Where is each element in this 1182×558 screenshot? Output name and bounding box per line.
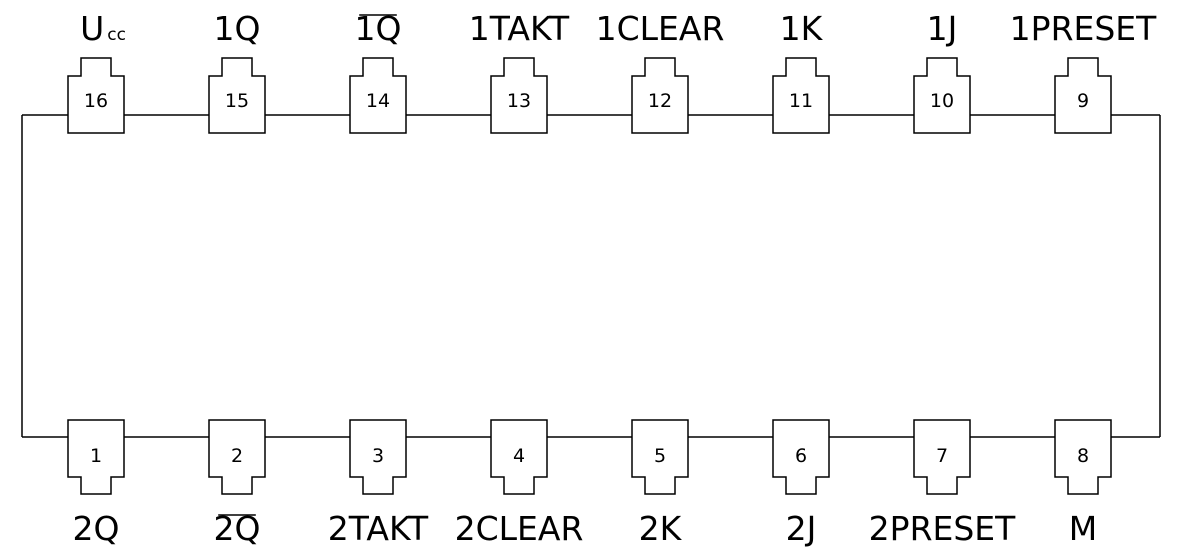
pin-8: 8M (1054, 419, 1112, 548)
pin-13: 13 1TAKT (469, 9, 570, 134)
pin-number: 7 (936, 445, 948, 467)
chip-body-outline (21, 114, 1161, 438)
pin-outline (490, 57, 548, 134)
pin-number: 15 (225, 90, 249, 112)
pin-label: 1Q (214, 9, 261, 48)
pin-outline (349, 57, 407, 134)
pin-1: 1 2Q (67, 419, 125, 548)
pin-outline (772, 419, 830, 495)
pin-12: 12 1CLEAR (596, 9, 725, 134)
pin-number: 13 (507, 90, 531, 112)
pin-outline (1054, 419, 1112, 495)
pin-outline (631, 419, 689, 495)
pin-number: 14 (366, 90, 390, 112)
pin-number: 10 (930, 90, 954, 112)
pin-outline (67, 57, 125, 134)
pin-label: 2Q (73, 509, 120, 548)
pin-outline (208, 57, 266, 134)
pin-label: 1TAKT (469, 9, 570, 48)
pin-number: 11 (789, 90, 813, 112)
pin-number: 2 (231, 445, 243, 467)
pin-outline (208, 419, 266, 495)
pin-outline (1054, 57, 1112, 134)
pin-15: 15 1Q (208, 9, 266, 134)
pin-7: 7 2PRESET (869, 419, 1016, 548)
pin-10: 10 1J (913, 9, 971, 134)
pin-outline (349, 419, 407, 495)
pin-5: 5 2K (631, 419, 689, 548)
pin-label: 1J (927, 9, 958, 48)
pin-9: 9 1PRESET (1010, 9, 1157, 134)
pin-label: 2K (639, 509, 683, 548)
pin-number: 6 (795, 445, 807, 467)
pin-outline (67, 419, 125, 495)
pin-6: 6 2J (772, 419, 830, 548)
pin-number: 12 (648, 90, 672, 112)
pin-label: 1CLEAR (596, 9, 725, 48)
pin-outline (490, 419, 548, 495)
pin-number: 1 (90, 445, 102, 467)
pin-2: 22Q (208, 419, 266, 548)
pin-number: 9 (1077, 90, 1089, 112)
pin-outline (913, 57, 971, 134)
pin-11: 11 1K (772, 9, 830, 134)
pin-3: 3 2TAKT (328, 419, 429, 548)
pin-outline (913, 419, 971, 495)
pin-outline (772, 57, 830, 134)
pin-number: 4 (513, 445, 525, 467)
pin-label: 1PRESET (1010, 9, 1157, 48)
pin-label: 2PRESET (869, 509, 1016, 548)
pin-4: 4 2CLEAR (455, 419, 584, 548)
pin-label: M (1069, 509, 1097, 548)
pin-label: 2J (786, 509, 817, 548)
pin-outline (631, 57, 689, 134)
pin-label: 2CLEAR (455, 509, 584, 548)
pin-number: 3 (372, 445, 384, 467)
pin-number: 8 (1077, 445, 1089, 467)
pin-number: 16 (84, 90, 108, 112)
pin-number: 5 (654, 445, 666, 467)
pin-label: 2TAKT (328, 509, 429, 548)
pin-label: 1K (780, 9, 824, 48)
